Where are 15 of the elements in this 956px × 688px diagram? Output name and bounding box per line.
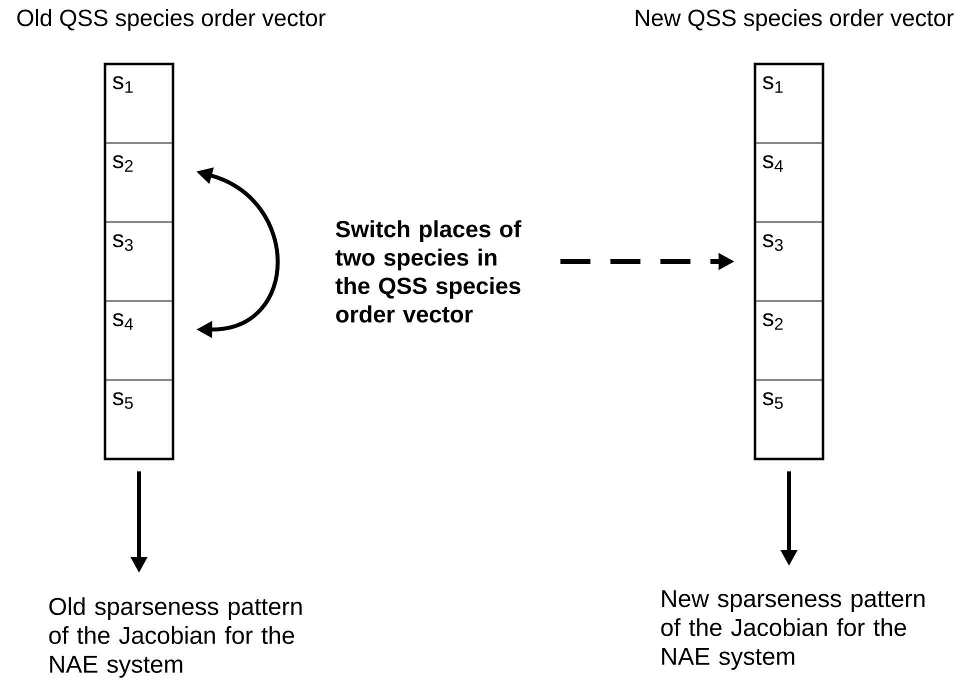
vector-cell: s$_{5}$: [754, 380, 824, 460]
vector-cell: s$_{2}$: [104, 142, 174, 222]
vector-cell: s$_{1}$: [104, 64, 174, 144]
vector-cell: s$_{1}$: [754, 64, 824, 144]
vector-cell: s$_{4}$: [754, 142, 824, 222]
vector-cell: s$_{3}$: [104, 222, 174, 302]
vector-cell: s$_{3}$: [754, 222, 824, 302]
vector-cell: s$_{5}$: [104, 380, 174, 460]
node-label: Old QSS species order vector: [17, 9, 326, 31]
vector-cell: s$_{4}$: [104, 300, 174, 380]
node-label: New QSS species order vector: [636, 9, 954, 31]
result-text: New sparseness pattern of the Jacobian for the NAE system: [661, 590, 924, 670]
vector-cell: s$_{2}$: [754, 300, 824, 380]
result-text: Old sparseness pattern of the Jacobian for the NAE system: [49, 597, 302, 678]
caption-text: Switch places of two species in the QSS species order vector: [335, 220, 522, 323]
